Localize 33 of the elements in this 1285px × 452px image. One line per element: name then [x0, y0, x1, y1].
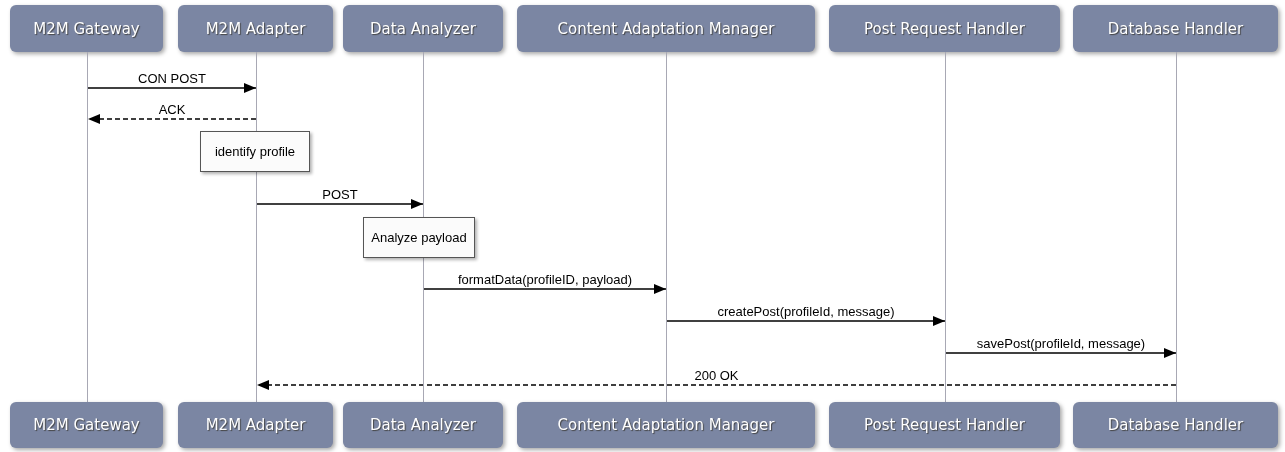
participant-box: M2M Gateway: [10, 402, 163, 448]
participant-box: Data Analyzer: [343, 5, 503, 52]
lifeline: [666, 52, 667, 402]
lifeline: [1176, 52, 1177, 402]
lifeline: [423, 52, 424, 402]
edge-label: savePost(profileId, message): [975, 336, 1147, 351]
lifeline: [87, 52, 88, 402]
participant-box: Data Analyzer: [343, 402, 503, 448]
lifeline: [945, 52, 946, 402]
participant-box: Content Adaptation Manager: [517, 5, 815, 52]
edge-label: formatData(profileID, payload): [456, 272, 634, 287]
message-arrow: [256, 199, 424, 209]
participant-box: Content Adaptation Manager: [517, 402, 815, 448]
note-box: identify profile: [200, 131, 310, 172]
message-arrow: [666, 316, 946, 326]
message-arrow: [87, 114, 257, 124]
edge-label: CON POST: [137, 71, 207, 86]
participant-box: M2M Gateway: [10, 5, 163, 52]
participant-box: M2M Adapter: [178, 402, 333, 448]
message-arrow: [87, 83, 257, 93]
note-box: Analyze payload: [363, 217, 475, 258]
edge-label: POST: [321, 187, 359, 202]
participant-box: Database Handler: [1073, 402, 1278, 448]
participant-box: Post Request Handler: [829, 402, 1060, 448]
message-arrow: [423, 284, 667, 294]
participant-box: Database Handler: [1073, 5, 1278, 52]
participant-box: M2M Adapter: [178, 5, 333, 52]
participant-box: Post Request Handler: [829, 5, 1060, 52]
message-arrow: [256, 380, 1177, 390]
message-arrow: [945, 348, 1177, 358]
edge-label: ACK: [157, 102, 187, 117]
edge-label: createPost(profileId, message): [716, 304, 896, 319]
edge-label: 200 OK: [693, 368, 740, 383]
